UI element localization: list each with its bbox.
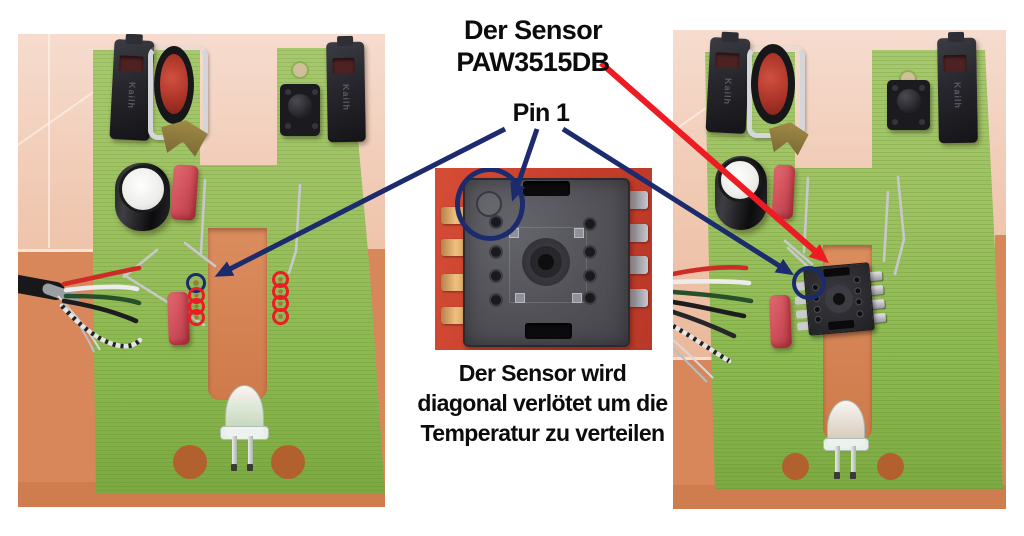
- orange-tile: [18, 252, 96, 507]
- switch-brand-label: Kailh: [952, 82, 963, 110]
- switch-slot: [715, 52, 740, 69]
- caption-line1: Der Sensor wird: [458, 360, 627, 386]
- drill-hole: [782, 453, 809, 480]
- switch-slot: [119, 55, 144, 73]
- film-capacitor: [170, 164, 199, 221]
- micro-switch: Kailh: [326, 35, 366, 143]
- led-lead-tip: [834, 472, 840, 479]
- chip-hole: [583, 245, 597, 259]
- left-board-photo: Kailh Kailh: [18, 34, 385, 507]
- switch-tab: [336, 35, 353, 47]
- chip-hole: [489, 269, 503, 283]
- chip-hole: [583, 217, 597, 231]
- gold-pin: [441, 239, 465, 256]
- button-screws: [285, 89, 291, 95]
- caption-line2: diagonal verlötet um die: [417, 390, 668, 416]
- switch-slot: [332, 57, 355, 75]
- scroll-wheel-hub: [758, 53, 788, 115]
- led-lead-tip: [850, 472, 856, 479]
- chip-top-slot: [523, 181, 570, 196]
- led-lead: [248, 436, 253, 466]
- right-board-photo: Kailh Kailh: [673, 30, 1006, 509]
- button-knob: [288, 93, 312, 118]
- sensor-cutout: [208, 228, 267, 400]
- film-capacitor: [769, 294, 792, 349]
- solder-caption: Der Sensor wird diagonal verlötet um die…: [385, 358, 700, 448]
- switch-brand-label: Kailh: [126, 81, 138, 110]
- scroll-wheel-hub: [160, 54, 188, 114]
- lens-aperture-inner: [538, 254, 554, 270]
- push-button: [887, 80, 930, 130]
- switch-tab: [721, 31, 739, 43]
- tile-grout: [48, 34, 50, 248]
- capacitor-top: [119, 165, 167, 213]
- led-lead: [851, 446, 856, 474]
- led-lead-tip: [231, 464, 237, 471]
- drill-hole: [271, 445, 305, 479]
- micro-switch: Kailh: [705, 31, 751, 134]
- drill-hole: [877, 453, 904, 480]
- sensor-title-line1: Der Sensor: [463, 15, 603, 45]
- led-lead-tip: [247, 464, 253, 471]
- led-lead: [835, 446, 840, 474]
- led-lead: [232, 436, 237, 466]
- drill-hole: [173, 445, 207, 479]
- sensor-title: Der Sensor PAW3515DB: [397, 14, 669, 78]
- orange-tile: [995, 235, 1006, 509]
- chip-hole: [489, 245, 503, 259]
- switch-tab: [125, 34, 143, 45]
- micro-switch: Kailh: [937, 31, 978, 144]
- mounting-hole: [291, 61, 309, 79]
- led-flange: [220, 426, 269, 440]
- chip-hole: [583, 291, 597, 305]
- led-flange: [823, 438, 869, 451]
- button-knob: [896, 89, 921, 113]
- chip-hole: [583, 269, 597, 283]
- chip-bottom-slot: [525, 323, 572, 339]
- switch-brand-label: Kailh: [340, 83, 352, 112]
- push-button: [280, 84, 320, 136]
- sensor-title-line2: PAW3515DB: [456, 47, 610, 77]
- capacitor-top: [718, 158, 762, 202]
- chip-index-square: [572, 293, 582, 303]
- switch-slot: [943, 54, 967, 72]
- switch-brand-label: Kailh: [721, 77, 734, 106]
- chip-index-square: [574, 228, 584, 238]
- pin-marker-red: [272, 308, 289, 325]
- orange-tile: [673, 360, 715, 509]
- chip-index-square: [515, 293, 525, 303]
- sensor-closeup-photo: [435, 168, 652, 350]
- gold-pin: [441, 274, 465, 291]
- pin1-circle-annotation: [455, 168, 525, 241]
- gold-pin: [441, 307, 465, 324]
- pin-marker-red: [188, 309, 205, 326]
- tile-grout: [18, 249, 96, 252]
- switch-tab: [947, 31, 965, 43]
- pin1-marker-blue: [792, 266, 826, 300]
- film-capacitor: [771, 164, 796, 220]
- pin1-label: Pin 1: [512, 99, 570, 127]
- caption-line3: Temperatur zu verteilen: [420, 420, 666, 446]
- button-screws: [892, 85, 898, 91]
- chip-hole: [489, 293, 503, 307]
- film-capacitor: [167, 291, 190, 346]
